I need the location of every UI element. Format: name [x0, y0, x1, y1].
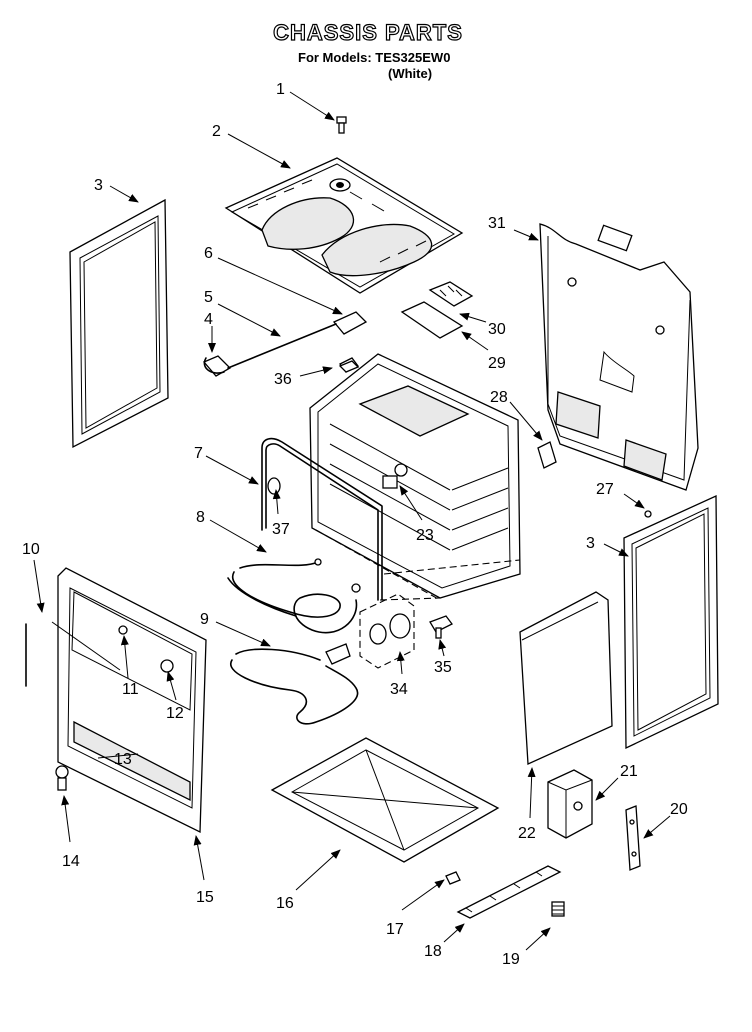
label-part-18: 18: [424, 943, 442, 960]
label-part-17: 17: [386, 921, 404, 938]
label-part-15: 15: [196, 889, 214, 906]
label-part-11: 11: [122, 681, 139, 698]
label-part-5: 5: [204, 289, 213, 306]
part-bracket-29-30: [400, 281, 474, 339]
label-part-36: 36: [274, 371, 292, 388]
models-line: For Models: TES325EW0: [298, 50, 451, 65]
part-broil-element: [261, 437, 383, 601]
label-part-3-right: 3: [586, 535, 595, 552]
label-part-16: 16: [276, 895, 294, 912]
part-latch-assembly: [202, 311, 368, 377]
label-part-28: 28: [490, 389, 508, 406]
part-terminal-block: [547, 769, 593, 839]
part-light-socket: [359, 593, 453, 669]
part-front-frame: [25, 567, 207, 834]
part-switch-28: [537, 441, 557, 469]
label-part-23: 23: [416, 527, 434, 544]
label-part-4: 4: [204, 311, 213, 328]
label-part-30: 30: [488, 321, 506, 338]
part-rail-18: [456, 865, 562, 919]
part-clip-36: [338, 360, 360, 373]
label-part-22: 22: [518, 825, 536, 842]
part-number-labels: 1 2 3 4 5 6 7 8 9 10 11 12 13 14 15 16 1…: [22, 81, 688, 968]
part-oven-cavity: [309, 353, 521, 599]
part-lower-element: [229, 643, 359, 725]
label-part-1: 1: [276, 81, 285, 98]
part-bake-element: [227, 558, 361, 634]
label-part-6: 6: [204, 245, 213, 262]
part-bottom-pan: [270, 737, 500, 863]
part-strip-20: [625, 805, 641, 871]
part-leveling-leg-19: [551, 901, 565, 917]
label-part-3-left: 3: [94, 177, 103, 194]
label-part-31: 31: [488, 215, 506, 232]
label-part-21: 21: [620, 763, 638, 780]
label-part-34: 34: [390, 681, 408, 698]
label-part-35: 35: [434, 659, 452, 676]
leader-arrows: [33, 91, 671, 951]
label-part-19: 19: [502, 951, 520, 968]
part-side-panel-left: [69, 198, 169, 449]
label-part-8: 8: [196, 509, 205, 526]
assembly-guide-lines: [315, 529, 521, 601]
part-heat-shield: [519, 591, 613, 765]
diagram-title: CHASSIS PARTS: [272, 19, 463, 45]
color-line: (White): [388, 66, 433, 81]
part-side-panel-right: [623, 494, 719, 750]
part-screw-27: [644, 510, 652, 518]
part-clip-17: [445, 871, 461, 885]
part-rear-panel: [539, 223, 699, 491]
part-top-panel: [224, 157, 464, 294]
label-part-20: 20: [670, 801, 688, 818]
label-part-2: 2: [212, 123, 221, 140]
label-part-12: 12: [166, 705, 184, 722]
label-part-7: 7: [194, 445, 203, 462]
label-part-13: 13: [114, 751, 132, 768]
part-leveling-leg-front: [55, 765, 69, 791]
label-part-9: 9: [200, 611, 209, 628]
label-part-37: 37: [272, 521, 290, 538]
label-part-10: 10: [22, 541, 40, 558]
label-part-29: 29: [488, 355, 506, 372]
part-screw-top: [336, 116, 347, 134]
label-part-14: 14: [62, 853, 80, 870]
label-part-27: 27: [596, 481, 614, 498]
